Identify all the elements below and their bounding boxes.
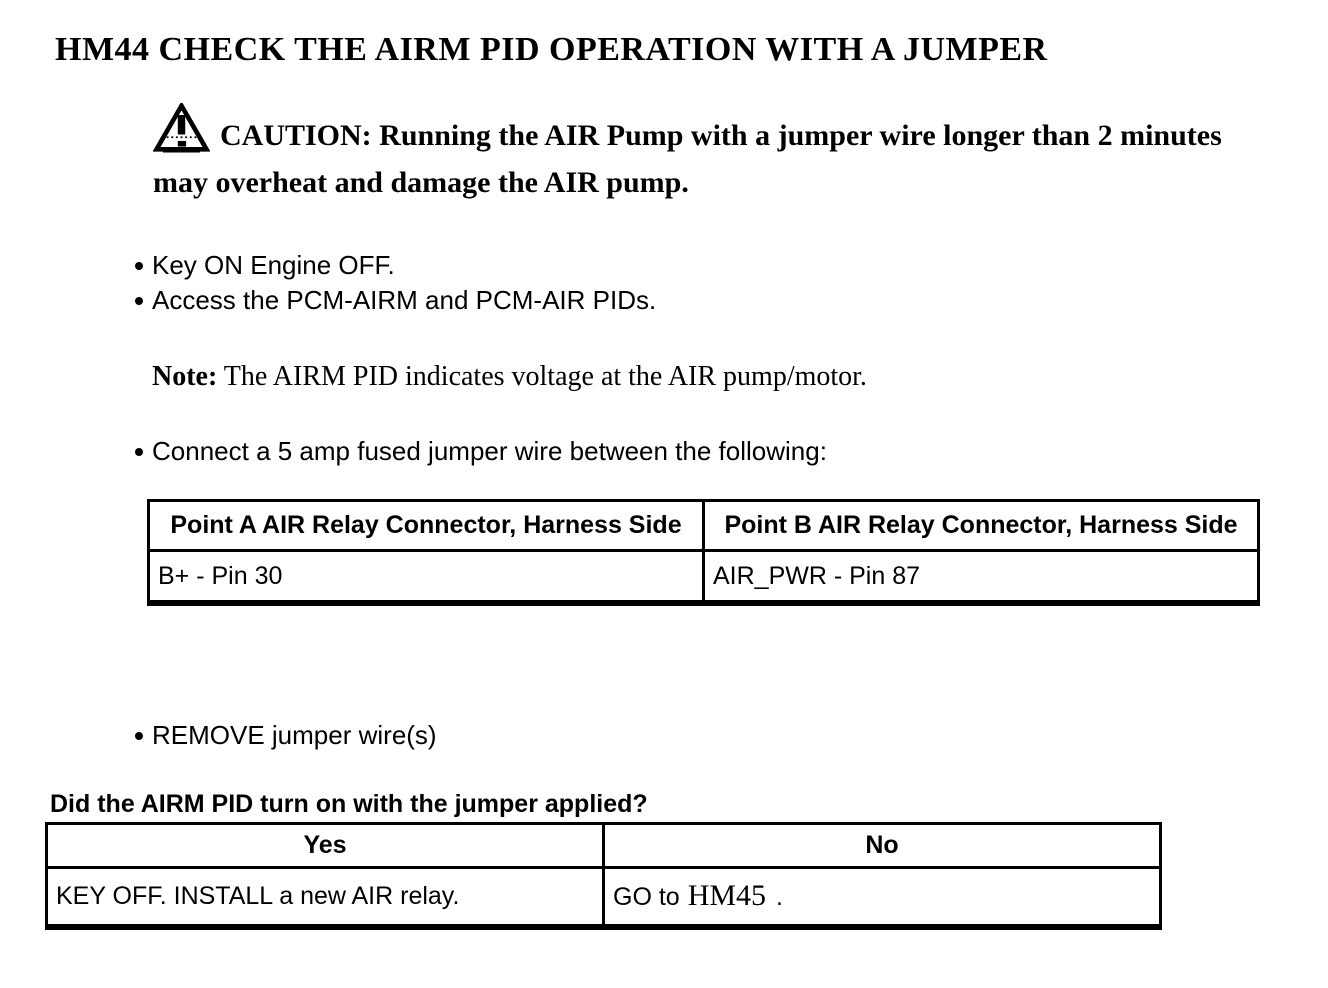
decision-table: Yes No KEY OFF. INSTALL a new AIR relay.… [45, 822, 1162, 930]
warning-triangle-icon [152, 101, 211, 163]
point-b-value: AIR_PWR - Pin 87 [702, 549, 1260, 606]
step-list-connect: Connect a 5 amp fused jumper wire betwee… [135, 434, 1328, 469]
caution-label: CAUTION: [220, 119, 372, 152]
point-a-value: B+ - Pin 30 [147, 549, 705, 606]
note-text: The AIRM PID indicates voltage at the AI… [217, 361, 867, 392]
step-list-initial: Key ON Engine OFF. Access the PCM-AIRM a… [135, 248, 1328, 318]
table-row: B+ - Pin 30 AIR_PWR - Pin 87 [147, 549, 1260, 606]
point-a-header: Point A AIR Relay Connector, Harness Sid… [147, 499, 705, 551]
goto-suffix: . [776, 883, 783, 911]
decision-header-row: Yes No [45, 822, 1162, 869]
yes-header: Yes [45, 822, 605, 869]
caution-block: CAUTION: Running the AIR Pump with a jum… [152, 101, 1238, 202]
no-header: No [602, 822, 1162, 869]
decision-question: Did the AIRM PID turn on with the jumper… [50, 790, 648, 818]
yes-action-cell: KEY OFF. INSTALL a new AIR relay. [45, 866, 605, 930]
jumper-connection-table: Point A AIR Relay Connector, Harness Sid… [147, 499, 1260, 606]
step-access-pids: Access the PCM-AIRM and PCM-AIR PIDs. [135, 283, 1328, 318]
table-header-row: Point A AIR Relay Connector, Harness Sid… [147, 499, 1260, 551]
step-connect-jumper: Connect a 5 amp fused jumper wire betwee… [135, 434, 1328, 469]
step-remove-jumper: REMOVE jumper wire(s) [135, 718, 1328, 753]
note-block: Note: The AIRM PID indicates voltage at … [152, 360, 1328, 394]
note-label: Note: [152, 361, 218, 392]
caution-text: Running the AIR Pump with a jumper wire … [153, 119, 1222, 199]
goto-hm45-link[interactable]: HM45 [687, 879, 767, 912]
page-title: HM44 CHECK THE AIRM PID OPERATION WITH A… [55, 31, 1048, 68]
step-list-remove: REMOVE jumper wire(s) [135, 718, 1328, 753]
point-b-header: Point B AIR Relay Connector, Harness Sid… [702, 499, 1260, 551]
step-key-on-engine-off: Key ON Engine OFF. [135, 248, 1328, 283]
goto-prefix: GO to [613, 883, 680, 911]
